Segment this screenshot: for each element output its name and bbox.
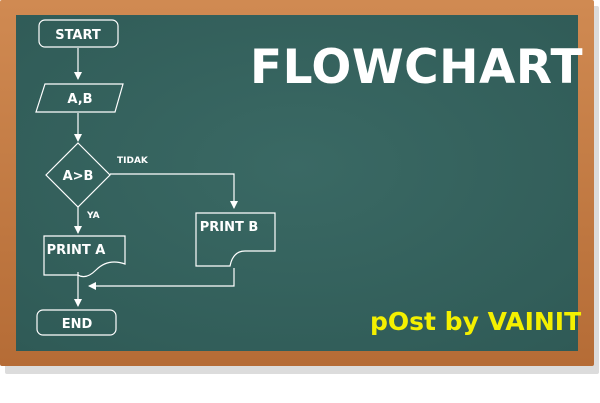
node-input (35, 83, 124, 113)
board-surface (16, 15, 578, 351)
edge-yes-label: YA (86, 211, 100, 221)
node-input-label: A,B (67, 92, 92, 107)
node-print-a (43, 235, 126, 278)
edge-no-label: TIDAK (117, 156, 149, 166)
node-decision-label: A>B (63, 169, 94, 184)
node-start-label: START (55, 28, 101, 43)
edge-print-b-to-merge (88, 268, 235, 290)
node-print-b (195, 212, 276, 267)
node-print-a-label: PRINT A (47, 243, 106, 258)
edge-decision-no (110, 173, 238, 209)
node-end (36, 309, 117, 336)
node-print-b-label: PRINT B (200, 220, 259, 235)
node-decision (45, 142, 111, 208)
node-end-label: END (62, 317, 93, 332)
node-start (38, 19, 119, 48)
page-title: FLOWCHART (250, 40, 584, 95)
author-credit: pOst by VAINIT (370, 307, 582, 336)
